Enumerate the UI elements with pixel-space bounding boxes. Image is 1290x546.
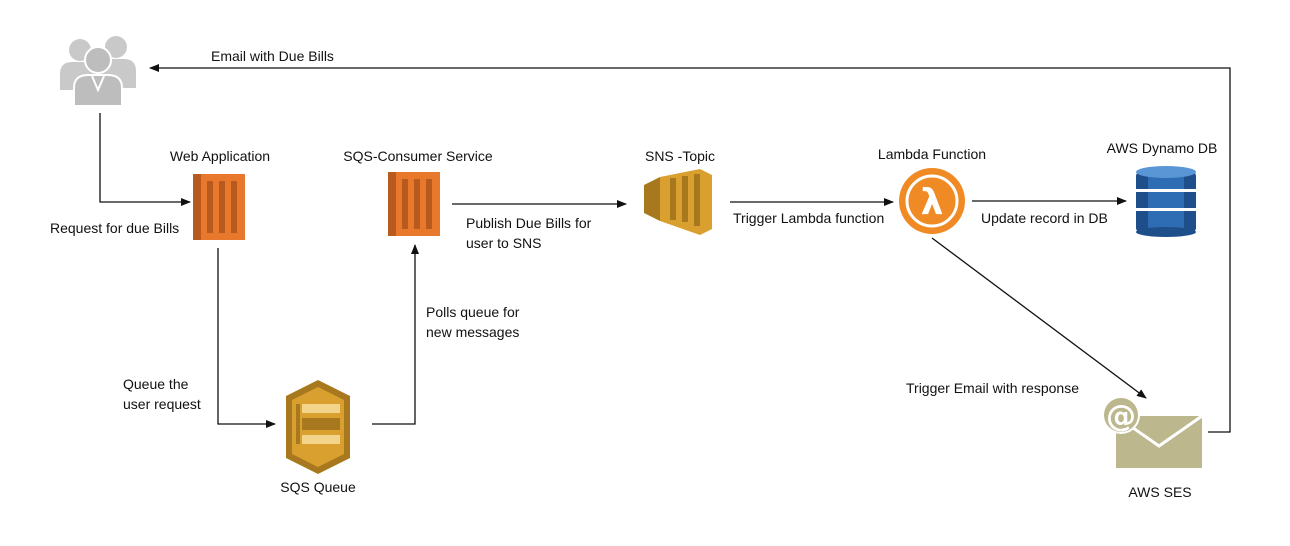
publish-due-bills-label-line1: Publish Due Bills for <box>466 215 592 231</box>
trigger-email-label: Trigger Email with response <box>906 380 1079 396</box>
sqs-consumer-node: SQS-Consumer Service <box>343 148 493 236</box>
web-application-node: Web Application <box>170 148 270 240</box>
request-due-bills-label: Request for due Bills <box>50 220 179 236</box>
edge-queue-request <box>217 248 276 428</box>
polls-queue-label-line2: new messages <box>426 324 519 340</box>
ses-node: @ AWS SES <box>1102 396 1203 500</box>
web-application-title: Web Application <box>170 148 270 164</box>
dynamodb-title: AWS Dynamo DB <box>1107 140 1218 156</box>
dynamodb-icon <box>1136 166 1196 237</box>
sqs-queue-icon <box>286 380 350 474</box>
sqs-consumer-title: SQS-Consumer Service <box>343 148 493 164</box>
ses-email-icon: @ <box>1102 396 1203 468</box>
ses-title: AWS SES <box>1128 484 1191 500</box>
sns-topic-node: SNS -Topic <box>644 148 715 235</box>
lambda-icon: λ <box>899 168 965 234</box>
users-group-icon <box>60 36 136 107</box>
ec2-instance-icon <box>193 174 245 240</box>
email-due-bills-label: Email with Due Bills <box>211 48 334 64</box>
at-sign-glyph: @ <box>1106 399 1136 434</box>
sqs-queue-node: SQS Queue <box>280 380 356 495</box>
edge-polls-queue <box>372 244 419 425</box>
edge-trigger-email <box>931 237 1147 399</box>
dynamodb-node: AWS Dynamo DB <box>1107 140 1218 237</box>
lambda-glyph: λ <box>921 182 944 223</box>
sns-topic-icon <box>644 169 712 235</box>
lambda-node: Lambda Function λ <box>878 146 986 234</box>
queue-request-label-line1: Queue the <box>123 376 189 392</box>
edge-email-due-bills <box>149 64 1231 433</box>
update-record-label: Update record in DB <box>981 210 1108 226</box>
polls-queue-label-line1: Polls queue for <box>426 304 520 320</box>
queue-request-label-line2: user request <box>123 396 201 412</box>
publish-due-bills-label-line2: user to SNS <box>466 235 541 251</box>
sqs-queue-title: SQS Queue <box>280 479 356 495</box>
lambda-title: Lambda Function <box>878 146 986 162</box>
trigger-lambda-label: Trigger Lambda function <box>733 210 884 226</box>
ec2-instance-icon <box>388 172 440 236</box>
edge-request-due-bills <box>99 113 191 206</box>
sns-topic-title: SNS -Topic <box>645 148 715 164</box>
